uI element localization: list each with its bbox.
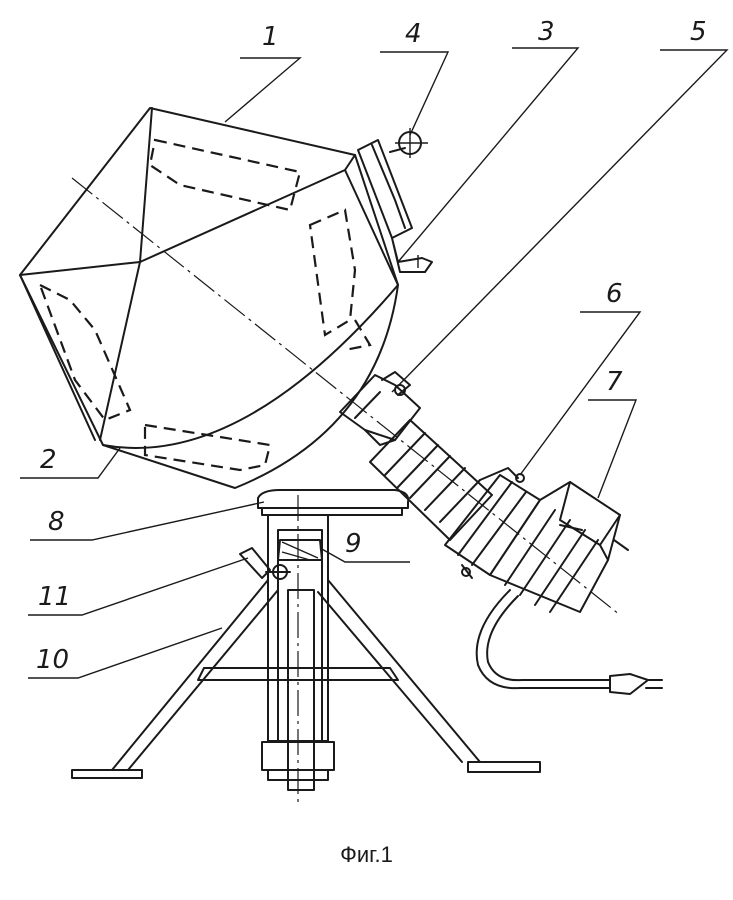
label-2: 2 (40, 445, 57, 475)
drum-flange (339, 371, 421, 446)
label-10: 10 (36, 645, 69, 675)
label-11: 11 (38, 582, 71, 612)
electric-motor (489, 481, 629, 613)
leader-lines (20, 47, 729, 679)
label-8: 8 (48, 507, 65, 537)
label-7: 7 (606, 367, 623, 397)
drum-body (19, 107, 399, 489)
label-6: 6 (606, 279, 623, 309)
label-9: 9 (345, 529, 362, 559)
support-plate (257, 489, 410, 516)
figure-caption: Фиг.1 (340, 842, 393, 867)
shaft-housing (369, 419, 493, 541)
label-1: 1 (262, 22, 279, 52)
label-3: 3 (538, 17, 555, 47)
label-4: 4 (405, 19, 422, 49)
tripod-legs (71, 579, 541, 779)
power-cable (475, 589, 663, 695)
clamp-handle (239, 547, 291, 580)
label-5: 5 (690, 17, 707, 47)
